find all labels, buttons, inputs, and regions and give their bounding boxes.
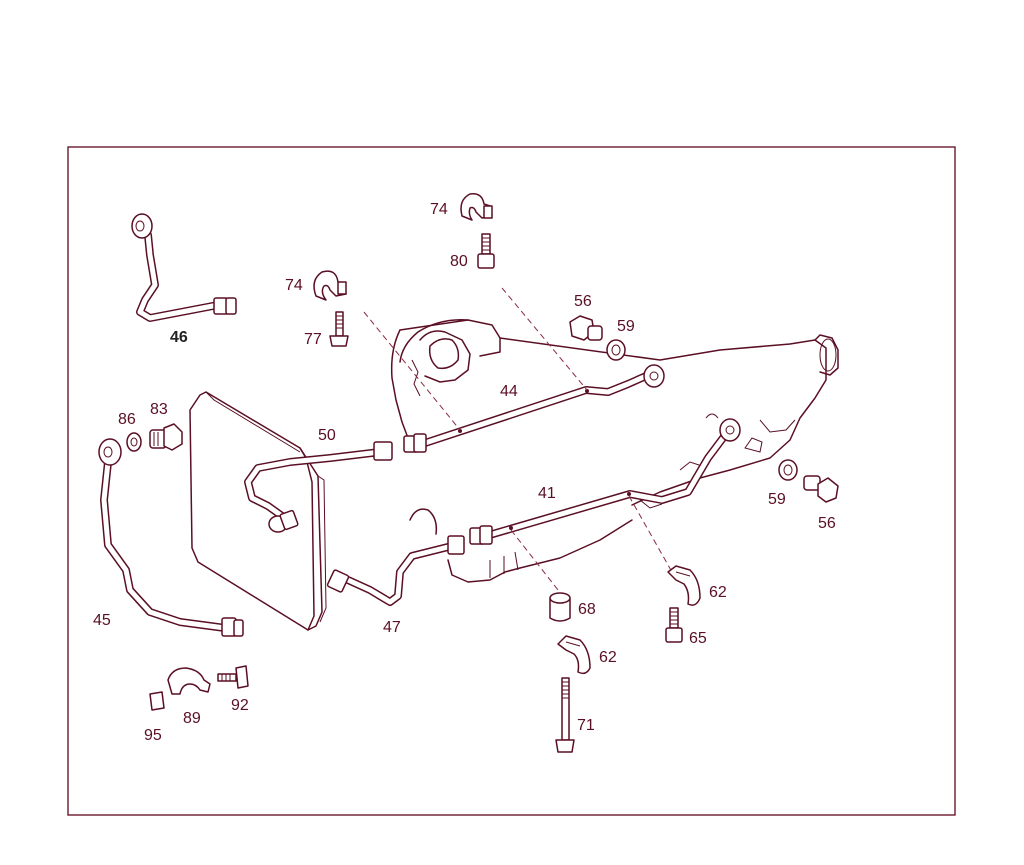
clamp-89	[167, 667, 211, 695]
callout-56-lower: 56	[818, 515, 836, 532]
callout-74-top: 74	[430, 201, 448, 218]
callout-62-center: 62	[599, 649, 617, 666]
callout-68: 68	[578, 601, 596, 618]
oil-cooler	[189, 391, 327, 631]
callout-89: 89	[183, 710, 201, 727]
washer-86	[126, 432, 142, 452]
bolt-92	[217, 665, 249, 689]
callout-65: 65	[689, 630, 707, 647]
callout-59-lower: 59	[768, 491, 786, 508]
bolt-71	[555, 677, 575, 753]
callout-80: 80	[450, 253, 468, 270]
clip-74-top	[460, 192, 493, 221]
transmission-housing	[390, 319, 839, 583]
clip-62-center	[557, 635, 591, 675]
callout-59-upper: 59	[617, 318, 635, 335]
pipe-50	[244, 441, 393, 533]
pipe-45	[98, 438, 244, 637]
callout-95: 95	[144, 727, 162, 744]
nut-95	[149, 691, 165, 711]
callout-74-left: 74	[285, 277, 303, 294]
bolt-80	[477, 233, 495, 269]
callout-71: 71	[577, 717, 595, 734]
callout-92: 92	[231, 697, 249, 714]
pipe-47	[326, 535, 465, 606]
callout-86: 86	[118, 411, 136, 428]
callout-labels: 46 74 80 74 77 56 59 44 86 83 50 41 59 5…	[93, 201, 836, 744]
banjo-bolt-56-upper	[569, 315, 603, 341]
washer-59-upper	[606, 339, 626, 361]
callout-41: 41	[538, 485, 556, 502]
callout-47: 47	[383, 619, 401, 636]
clip-74-left	[313, 270, 347, 301]
diagram-frame	[67, 146, 956, 816]
spacer-68	[549, 592, 571, 622]
callout-77: 77	[304, 331, 322, 348]
bolt-77	[329, 311, 349, 347]
bolt-65	[665, 607, 683, 643]
callout-50: 50	[318, 427, 336, 444]
leader-lines	[363, 287, 673, 591]
pipe-41	[469, 413, 741, 545]
callout-46: 46	[170, 329, 188, 346]
pipe-46	[131, 213, 237, 322]
callout-62-right: 62	[709, 584, 727, 601]
callout-56-upper: 56	[574, 293, 592, 310]
banjo-bolt-83	[149, 423, 183, 451]
callout-44: 44	[500, 383, 518, 400]
washer-59-lower	[778, 459, 798, 481]
pipe-44	[403, 364, 665, 453]
callout-83: 83	[150, 401, 168, 418]
clip-62-right	[667, 565, 701, 606]
callout-45: 45	[93, 612, 111, 629]
banjo-bolt-56-lower	[803, 475, 839, 503]
